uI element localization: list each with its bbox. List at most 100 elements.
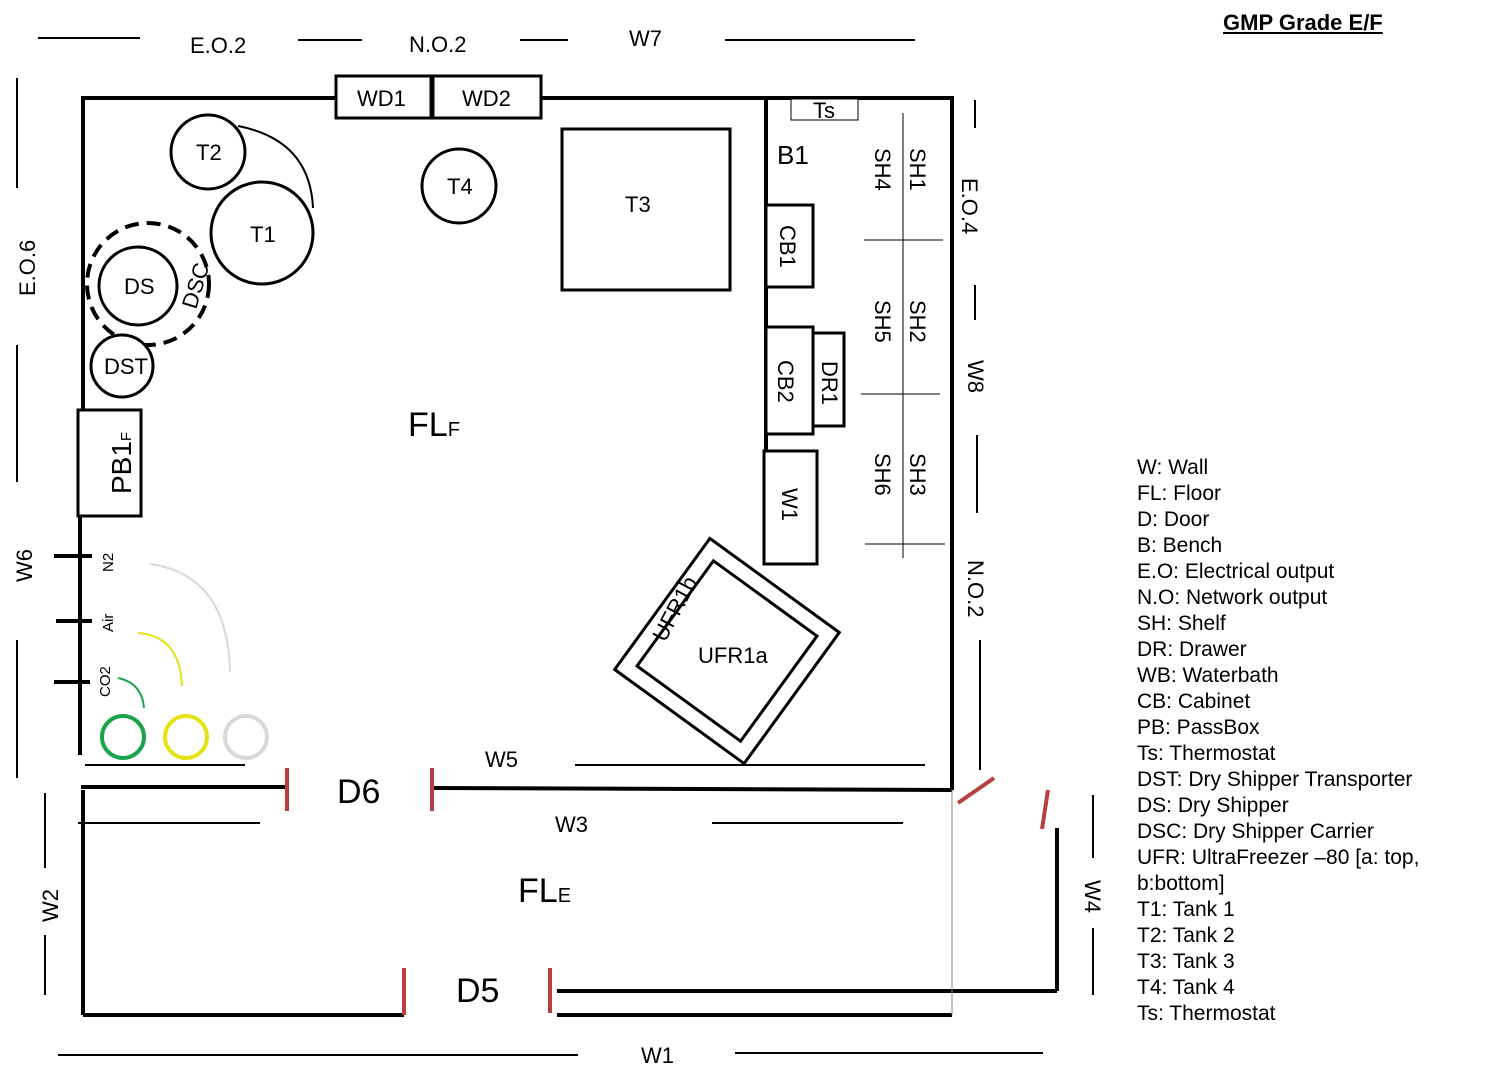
- t4-label: T4: [447, 174, 473, 199]
- d5-label: D5: [456, 972, 499, 1010]
- air-label: Air: [100, 614, 117, 632]
- legend-item: CB: Cabinet: [1137, 690, 1251, 713]
- flf-sub: F: [448, 419, 460, 441]
- thermostat-box: [790, 98, 859, 121]
- w7-label: W7: [629, 26, 662, 51]
- air-cylinder: [163, 714, 209, 760]
- cabinet-2: [764, 325, 815, 436]
- co2-line: [117, 677, 145, 709]
- wall-indicator-lines: [16, 37, 1094, 1056]
- t2-label: T2: [196, 140, 222, 165]
- tank-2: [169, 113, 247, 191]
- n2-label: N2: [100, 553, 117, 572]
- sh1-label: SH1: [905, 148, 930, 191]
- wd2-box: [431, 74, 543, 120]
- wd1-box: [334, 74, 433, 120]
- tank-1: [209, 180, 315, 286]
- w2-label: W2: [38, 889, 63, 922]
- shelves-grid: [861, 113, 945, 558]
- tank-2-arc: [237, 125, 314, 209]
- n2-line: [149, 563, 231, 673]
- cabinet-1: [764, 203, 815, 289]
- drawer-1: [811, 331, 846, 428]
- legend-item: DS: Dry Shipper: [1137, 794, 1289, 817]
- air-line: [137, 632, 183, 687]
- legend-item: T2: Tank 2: [1137, 924, 1235, 947]
- fle-sub: E: [558, 885, 571, 907]
- legend-item: T1: Tank 1: [1137, 898, 1235, 921]
- waterbath-1: [762, 449, 819, 566]
- legend-item: W: Wall: [1137, 456, 1209, 479]
- legend-item: T4: Tank 4: [1137, 976, 1235, 999]
- legend-item: SH: Shelf: [1137, 612, 1226, 635]
- wd2-label: WD2: [462, 86, 511, 111]
- co2-label: CO2: [97, 666, 114, 697]
- pb1-sub: F: [118, 432, 135, 441]
- wd1-label: WD1: [357, 86, 406, 111]
- ufr-1a-box: [634, 558, 820, 744]
- tank-3: [560, 127, 732, 292]
- fle-main: FL: [518, 872, 558, 910]
- legend-item: PB: PassBox: [1137, 716, 1260, 739]
- dst-label: DST: [104, 354, 148, 379]
- legend-item: DR: Drawer: [1137, 638, 1247, 661]
- w8-label: W8: [963, 360, 988, 393]
- t3-label: T3: [625, 192, 651, 217]
- w5-label: W5: [485, 747, 518, 772]
- sh3-label: SH3: [905, 453, 930, 496]
- legend-item: T3: Tank 3: [1137, 950, 1235, 973]
- legend-item: Ts: Thermostat: [1137, 1002, 1276, 1025]
- ds-label: DS: [124, 274, 155, 299]
- gas-outlet-ticks: [54, 554, 92, 684]
- legend-item: Ts: Thermostat: [1137, 742, 1276, 765]
- legend-item: WB: Waterbath: [1137, 664, 1279, 687]
- sh6-label: SH6: [870, 453, 895, 496]
- dry-shipper-carrier: [85, 221, 211, 347]
- sh5-label: SH5: [870, 300, 895, 343]
- fle-label: FLE: [518, 872, 571, 910]
- ufr1a-label: UFR1a: [698, 643, 768, 668]
- ultrafreezer: [612, 536, 842, 766]
- cb2-label: CB2: [773, 360, 798, 403]
- legend-item: E.O: Electrical output: [1137, 560, 1335, 583]
- co2-cylinder: [100, 714, 146, 760]
- cb1-label: CB1: [775, 225, 800, 268]
- w4-label: W4: [1080, 880, 1105, 913]
- w3-label: W3: [555, 812, 588, 837]
- page-title: GMP Grade E/F: [1223, 10, 1383, 35]
- w6-label: W6: [12, 549, 37, 582]
- waterbath-label: W1: [777, 488, 802, 521]
- dry-shipper: [97, 245, 179, 327]
- legend-item: DSC: Dry Shipper Carrier: [1137, 820, 1374, 843]
- ts-label: Ts: [813, 98, 835, 123]
- sh2-label: SH2: [905, 300, 930, 343]
- d6-label: D6: [337, 773, 380, 811]
- legend-item: N.O: Network output: [1137, 586, 1328, 609]
- eo2-label: E.O.2: [190, 33, 246, 58]
- pb1-label: PB1F: [106, 432, 137, 494]
- no2-right-label: N.O.2: [963, 560, 988, 617]
- eo6-label: E.O.6: [15, 240, 40, 296]
- b1-label: B1: [777, 140, 809, 170]
- legend-item: UFR: UltraFreezer –80 [a: top, b:bottom]: [1137, 846, 1420, 895]
- n2-cylinder: [223, 714, 269, 760]
- dr1-label: DR1: [817, 361, 842, 405]
- pb1-main: PB1: [106, 441, 137, 494]
- eo4-label: E.O.4: [957, 178, 982, 234]
- legend-item: DST: Dry Shipper Transporter: [1137, 768, 1413, 791]
- tank-4: [420, 147, 498, 225]
- door-marks: [285, 768, 1050, 1015]
- flf-main: FL: [408, 406, 448, 444]
- dry-shipper-transporter: [89, 333, 155, 399]
- legend-item: B: Bench: [1137, 534, 1223, 557]
- flf-label: FLF: [408, 406, 460, 444]
- sh4-label: SH4: [870, 148, 895, 191]
- passbox-1: [76, 408, 143, 518]
- legend-item: D: Door: [1137, 508, 1210, 531]
- legend-item: FL: Floor: [1137, 482, 1222, 505]
- t1-label: T1: [250, 222, 276, 247]
- w1-label: W1: [641, 1043, 674, 1068]
- no2-top-label: N.O.2: [409, 32, 466, 57]
